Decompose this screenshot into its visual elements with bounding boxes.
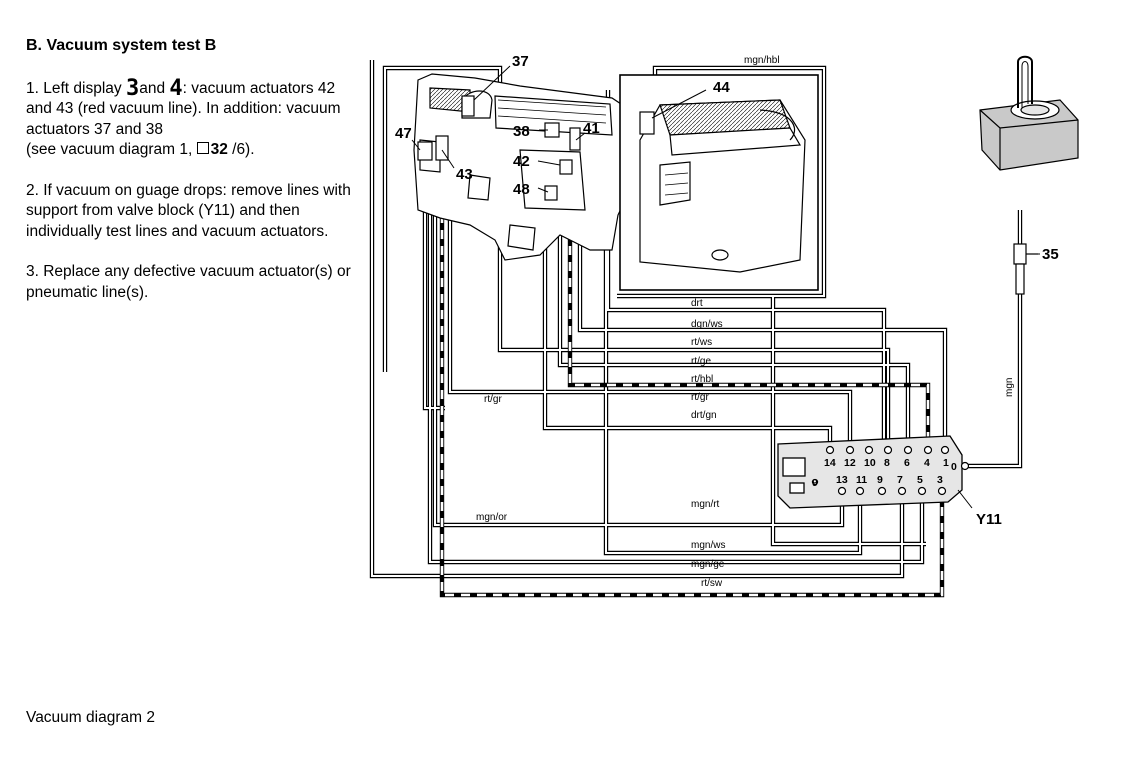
line-label-rt-gr-left: rt/gr xyxy=(484,394,502,405)
label-38: 38 xyxy=(513,123,530,140)
port-number-top: 12 xyxy=(844,457,856,469)
line-label-mgn: mgn xyxy=(1004,378,1015,397)
valve-ports xyxy=(825,445,970,496)
label-y11: Y11 xyxy=(976,511,1002,528)
port-number-bottom: 7 xyxy=(897,474,903,486)
reference-box-icon xyxy=(196,142,209,154)
line-label-rt-ws: rt/ws xyxy=(691,337,712,348)
line-label-mgn-hbl: mgn/hbl xyxy=(744,55,780,66)
line-label-mgn-or: mgn/or xyxy=(476,512,508,523)
check-valve-35 xyxy=(1013,243,1038,295)
actuator-41 xyxy=(569,127,581,151)
port-number-bottom: 9 xyxy=(877,474,883,486)
segment-display-3: 3 xyxy=(125,75,140,101)
line-label-rt-sw: rt/sw xyxy=(701,578,723,589)
actuator-47 xyxy=(417,141,433,161)
label-48: 48 xyxy=(513,181,530,198)
label-44: 44 xyxy=(713,79,730,96)
step-1-prefix: 1. Left display xyxy=(26,79,126,97)
actuator-37 xyxy=(461,95,475,117)
label-37: 37 xyxy=(512,53,529,70)
line-label-dgn-ws: dgn/ws xyxy=(691,319,723,330)
port-number-0: 0 xyxy=(951,461,957,473)
instructions-panel: B. Vacuum system test B 1. Left display … xyxy=(26,36,356,323)
line-label-rt-hbl: rt/hbl xyxy=(691,374,713,385)
label-41: 41 xyxy=(583,120,600,137)
port-number-top: 8 xyxy=(884,457,890,469)
line-label-drt-gn: drt/gn xyxy=(691,410,717,421)
step-1-text: : vacuum actuators 42 and 43 (red vacuum… xyxy=(26,79,341,138)
step-3: 3. Replace any defective vacuum actuator… xyxy=(26,263,351,301)
actuator-44 xyxy=(639,111,655,135)
step-1-ref-prefix: (see vacuum diagram 1, xyxy=(26,141,197,158)
actuator-42 xyxy=(559,159,573,175)
port-number-bottom: 13 xyxy=(836,474,848,486)
line-label-mgn-ws: mgn/ws xyxy=(691,540,725,551)
line-label-mgn-rt: mgn/rt xyxy=(691,499,720,510)
line-label-drt: drt xyxy=(691,298,703,309)
port-number-top: 6 xyxy=(904,457,910,469)
port-number-top: 4 xyxy=(924,457,930,469)
actuator-48 xyxy=(544,185,558,201)
port-numbers-bottom: 13 11 9 7 5 3 xyxy=(836,474,943,486)
segment-display-4: 4 xyxy=(169,75,183,101)
step-1: 1. Left display 3and 4: vacuum actuators… xyxy=(26,75,356,161)
line-label-rt-ge: rt/ge xyxy=(691,356,711,367)
valve-block-y11 xyxy=(777,435,963,509)
step-2: 2. If vacuum on guage drops: remove line… xyxy=(26,181,351,240)
label-43: 43 xyxy=(456,166,473,183)
port-number-side: 9 xyxy=(812,477,818,489)
port-number-top: 14 xyxy=(824,457,836,469)
label-47: 47 xyxy=(395,125,412,142)
port-number-top: 1 xyxy=(943,457,949,469)
port-number-bottom: 3 xyxy=(937,474,943,486)
section-heading: B. Vacuum system test B xyxy=(26,37,217,54)
step-1-and: and xyxy=(139,79,170,97)
actuators xyxy=(417,95,655,201)
vacuum-tester-gauge xyxy=(979,55,1079,171)
step-1-ref-suffix: /6). xyxy=(227,141,255,158)
callout-leaders xyxy=(411,65,1040,509)
label-35: 35 xyxy=(1042,246,1059,263)
line-label-rt-gr: rt/gr xyxy=(691,392,709,403)
heater-blower-unit xyxy=(619,74,819,291)
port-number-bottom: 5 xyxy=(917,474,923,486)
port-numbers-top: 14 12 10 8 6 4 1 xyxy=(824,457,949,469)
step-1-ref-number: 32 xyxy=(210,141,228,158)
port-number-bottom: 11 xyxy=(856,474,867,486)
line-label-mgn-ge: mgn/ge xyxy=(691,559,725,570)
label-42: 42 xyxy=(513,153,530,170)
figure-caption: Vacuum diagram 2 xyxy=(26,709,155,726)
port-number-top: 10 xyxy=(864,457,876,469)
